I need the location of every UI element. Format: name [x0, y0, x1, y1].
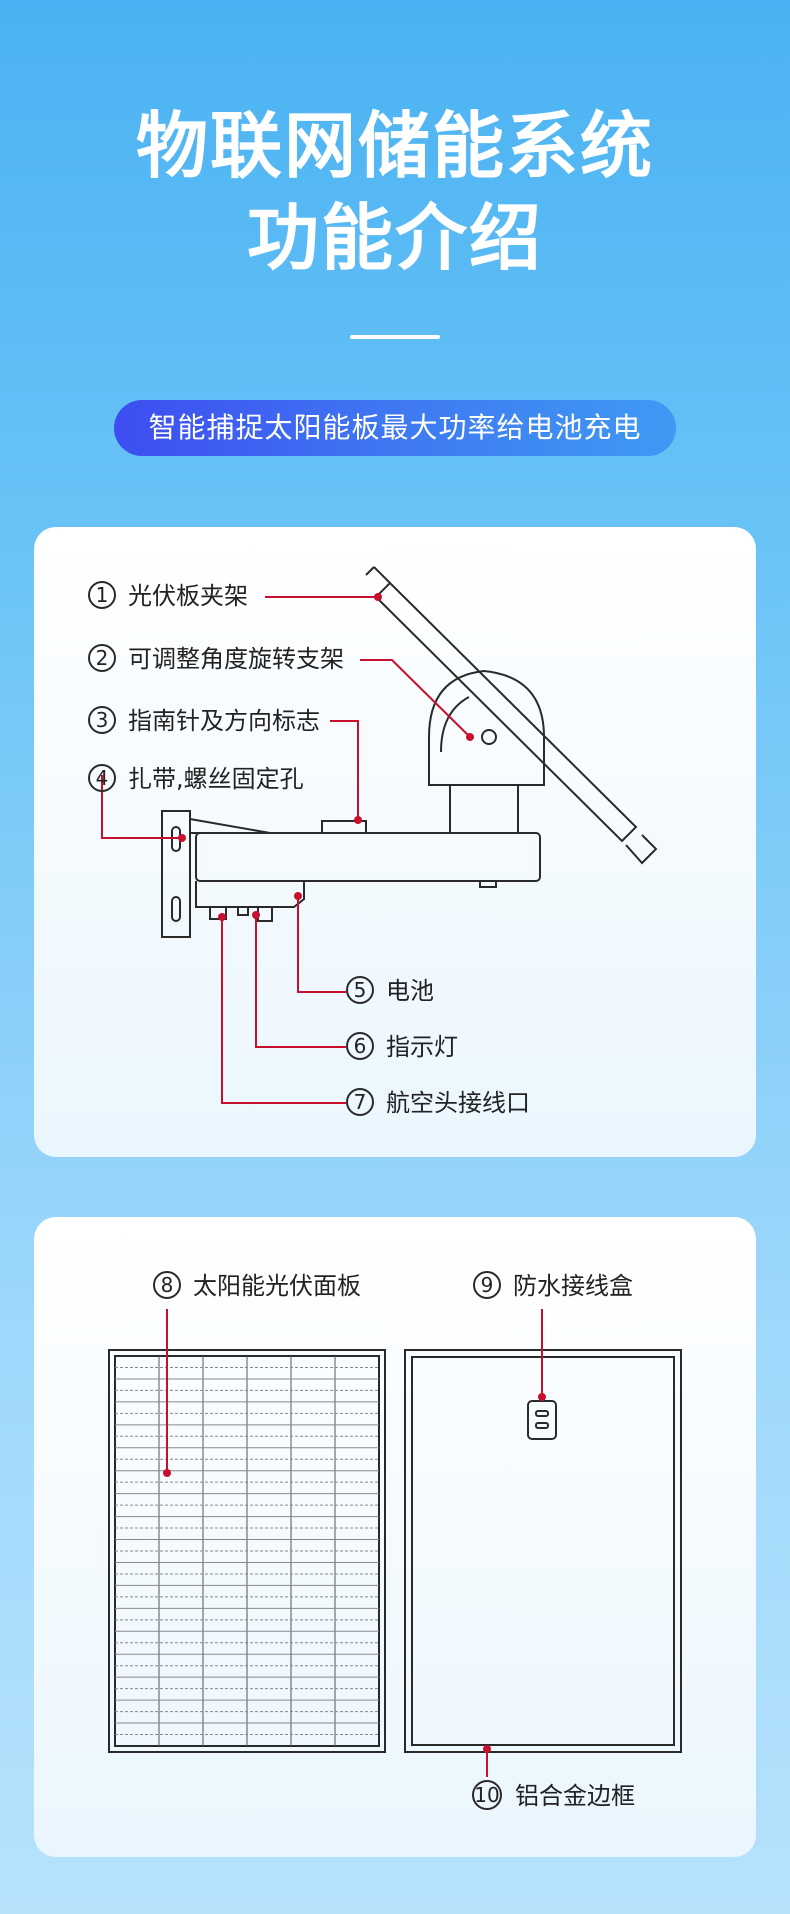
callout-7-label: 航空头接线口 [386, 1089, 530, 1117]
callout-10-number: 10 [474, 1783, 499, 1807]
callout-2: 2 可调整角度旋转支架 [88, 644, 344, 673]
callout-3: 3 指南针及方向标志 [88, 706, 320, 735]
callout-3-label: 指南针及方向标志 [128, 707, 320, 735]
pv-panel-front-drawing [108, 1349, 386, 1753]
arm-drawing [161, 810, 541, 938]
callout-2-label: 可调整角度旋转支架 [128, 645, 344, 673]
callout-6: 6 指示灯 [346, 1032, 458, 1061]
callout-5-number: 5 [354, 978, 367, 1002]
panel-diagram: 8 太阳能光伏面板 9 防水接线盒 10 铝合金边框 [108, 1271, 682, 1810]
callout-1: 1 光伏板夹架 [88, 581, 248, 610]
callout-4-number: 4 [96, 766, 109, 790]
callout-1-number: 1 [96, 583, 109, 607]
pv-panel-back-drawing [404, 1349, 682, 1753]
callout-7-number: 7 [354, 1090, 367, 1114]
callout-10-label: 铝合金边框 [515, 1782, 635, 1810]
callout-3-number: 3 [96, 708, 109, 732]
callout-4-label: 扎带,螺丝固定孔 [128, 765, 304, 793]
callout-4: 4 扎带,螺丝固定孔 [88, 764, 304, 793]
title-divider [350, 335, 440, 339]
callout-6-label: 指示灯 [386, 1033, 458, 1061]
callout-2-number: 2 [96, 646, 109, 670]
callout-6-number: 6 [354, 1034, 367, 1058]
bracket-diagram: 1 光伏板夹架 2 可调整角度旋转支架 3 指南针及方向标志 4 扎带,螺丝固定… [88, 566, 658, 1117]
panel-diagram-card: 8 太阳能光伏面板 9 防水接线盒 10 铝合金边框 [34, 1217, 756, 1857]
panel-callout-lines [163, 1309, 546, 1777]
callout-5-label: 电池 [386, 977, 434, 1005]
callout-1-label: 光伏板夹架 [128, 582, 248, 610]
callout-10: 10 铝合金边框 [472, 1780, 635, 1810]
callout-9: 9 防水接线盒 [473, 1271, 633, 1300]
callout-7: 7 航空头接线口 [346, 1088, 530, 1117]
callout-9-number: 9 [481, 1273, 494, 1297]
bracket-diagram-card: 1 光伏板夹架 2 可调整角度旋转支架 3 指南针及方向标志 4 扎带,螺丝固定… [34, 527, 756, 1157]
callout-8-number: 8 [161, 1273, 174, 1297]
callout-8-label: 太阳能光伏面板 [193, 1272, 361, 1300]
tilted-panel-drawing [356, 566, 658, 865]
callout-8: 8 太阳能光伏面板 [153, 1271, 361, 1300]
subtitle-pill: 智能捕捉太阳能板最大功率给电池充电 [114, 400, 676, 456]
rotating-mount-drawing [428, 669, 545, 834]
callout-lines [101, 593, 474, 1104]
page-title-line1: 物联网储能系统 [135, 104, 654, 188]
callout-5: 5 电池 [346, 976, 434, 1005]
callout-9-label: 防水接线盒 [513, 1272, 633, 1300]
page-title-line2: 功能介绍 [246, 196, 543, 280]
